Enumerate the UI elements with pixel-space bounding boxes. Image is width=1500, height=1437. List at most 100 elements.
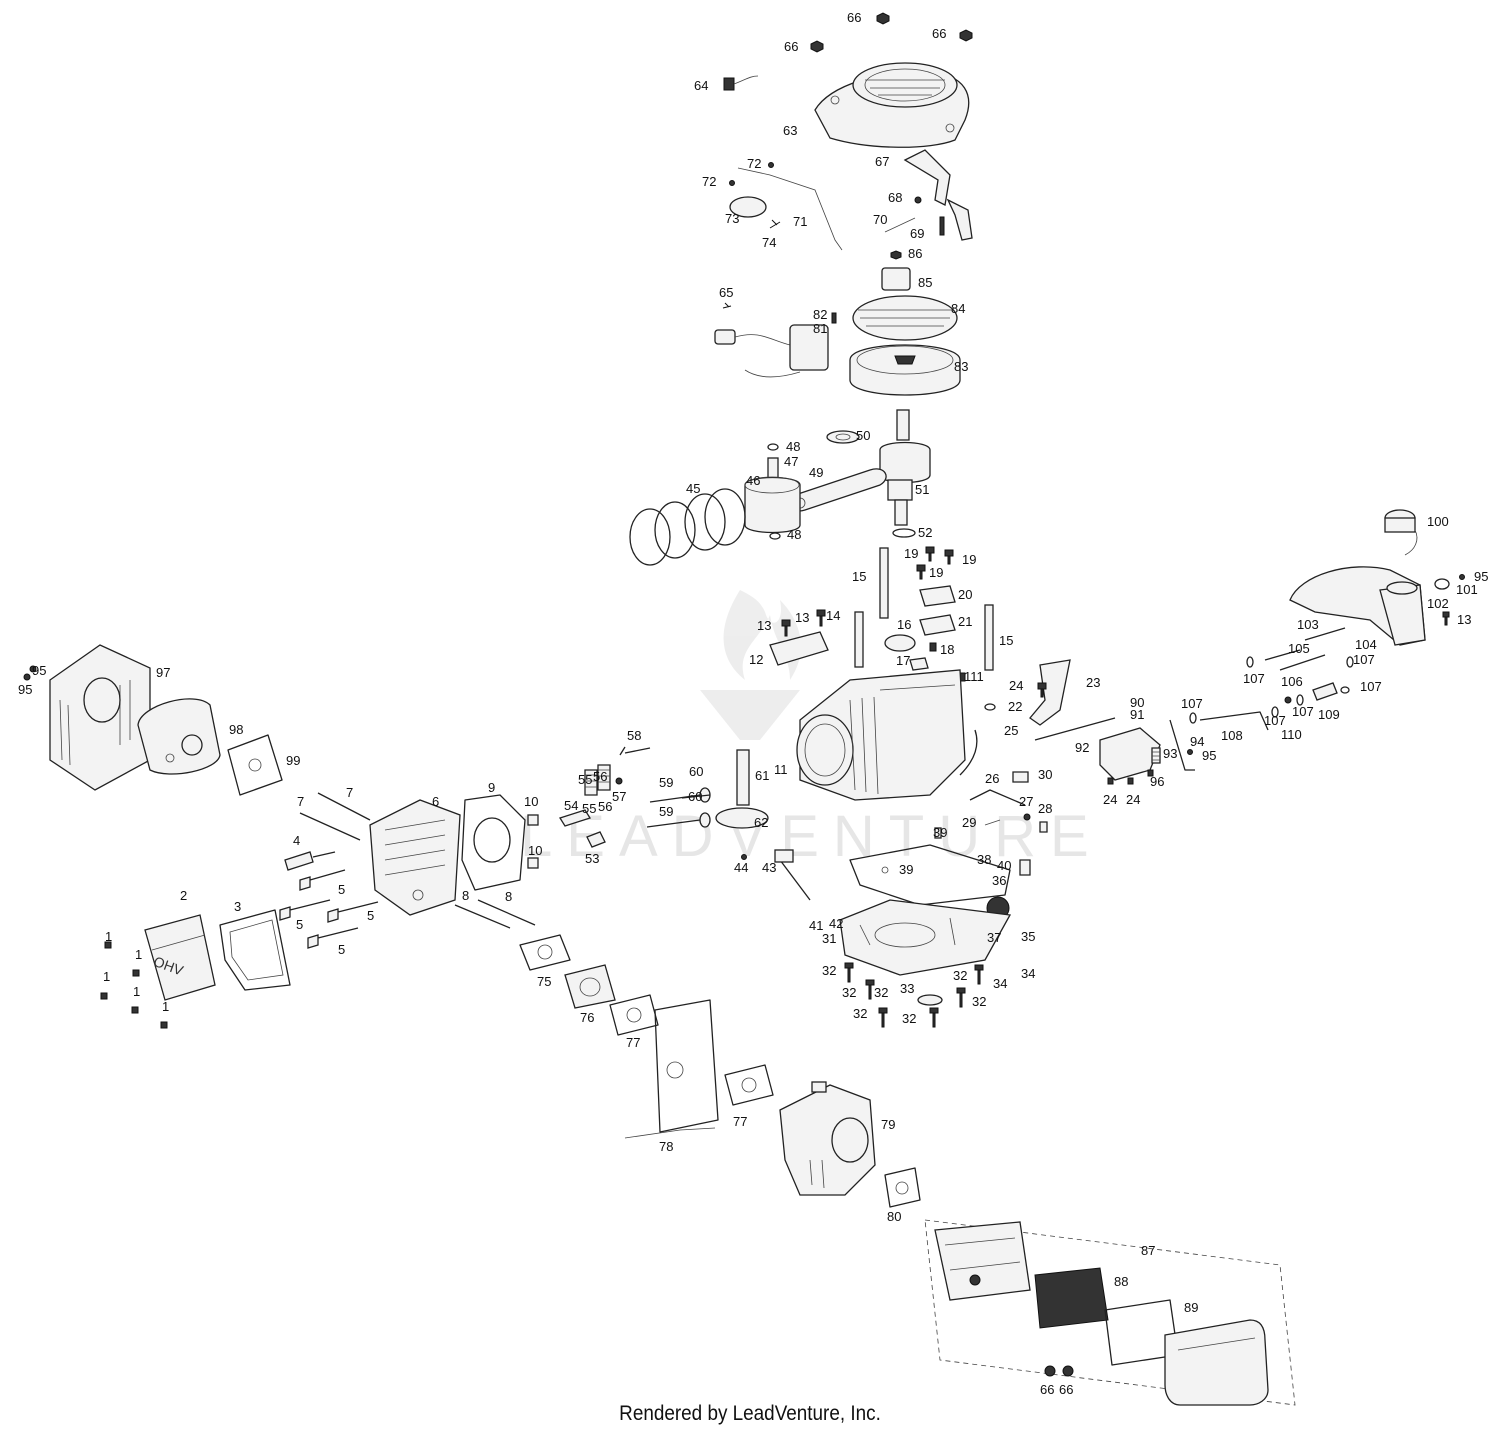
label-56: 56 bbox=[593, 769, 607, 784]
label-102: 102 bbox=[1427, 596, 1449, 611]
label-22: 22 bbox=[1008, 699, 1022, 714]
label-95: 95 bbox=[1474, 569, 1488, 584]
spring-93-bracket-94 bbox=[1107, 719, 1195, 785]
muffler-gasket-99 bbox=[227, 734, 283, 796]
label-24: 24 bbox=[1009, 678, 1023, 693]
washer-22-bolt-24 bbox=[984, 682, 1047, 711]
label-55: 55 bbox=[582, 801, 596, 816]
label-104: 104 bbox=[1355, 637, 1377, 652]
label-95: 95 bbox=[1202, 748, 1216, 763]
breather-tube-43-44 bbox=[741, 849, 811, 901]
label-13: 13 bbox=[795, 610, 809, 625]
label-1: 1 bbox=[133, 984, 140, 999]
cover-bolts-32 bbox=[844, 962, 984, 1028]
label-1: 1 bbox=[105, 929, 112, 944]
label-17: 17 bbox=[896, 653, 910, 668]
muffler-guard-97 bbox=[49, 644, 151, 791]
watermark-logo bbox=[700, 590, 801, 740]
label-5: 5 bbox=[338, 882, 345, 897]
fuel-tank-102 bbox=[1289, 566, 1426, 646]
label-49: 49 bbox=[809, 465, 823, 480]
label-34: 34 bbox=[1021, 966, 1035, 981]
nuts-66 bbox=[810, 12, 973, 53]
head-gasket-9 bbox=[461, 794, 526, 891]
screws-1 bbox=[100, 941, 168, 1029]
label-32: 32 bbox=[853, 1006, 867, 1021]
crankcase-cover-31 bbox=[839, 899, 1012, 976]
footer-credit: Rendered by LeadVenture, Inc. bbox=[619, 1402, 881, 1425]
label-75: 75 bbox=[537, 974, 551, 989]
label-11: 11 bbox=[774, 762, 788, 777]
label-33: 33 bbox=[900, 981, 914, 996]
label-35: 35 bbox=[1021, 929, 1035, 944]
crankcase-gasket-38 bbox=[849, 827, 1011, 906]
label-5: 5 bbox=[367, 908, 374, 923]
oil-seal-50 bbox=[826, 430, 860, 444]
label-95: 95 bbox=[32, 663, 46, 678]
tank-washer-101-screws bbox=[1434, 574, 1465, 626]
label-107: 107 bbox=[1353, 652, 1375, 667]
label-46: 46 bbox=[746, 473, 760, 488]
air-cover bbox=[1164, 1319, 1269, 1406]
label-29: 29 bbox=[962, 815, 976, 830]
label-58: 58 bbox=[627, 728, 641, 743]
label-91: 91 bbox=[1130, 707, 1144, 722]
label-41: 41 bbox=[809, 918, 823, 933]
seal-52 bbox=[892, 528, 916, 538]
label-25: 25 bbox=[1004, 723, 1018, 738]
label-69: 69 bbox=[910, 226, 924, 241]
label-32: 32 bbox=[842, 985, 856, 1000]
recoil-starter bbox=[814, 62, 970, 148]
valve-springs-55-56-57 bbox=[584, 764, 623, 796]
label-32: 32 bbox=[822, 963, 836, 978]
flywheel-assembly bbox=[831, 250, 961, 396]
fuel-hose-108 bbox=[1199, 711, 1269, 731]
label-64: 64 bbox=[694, 78, 708, 93]
label-80: 80 bbox=[887, 1209, 901, 1224]
label-86: 86 bbox=[908, 246, 922, 261]
label-90: 90 bbox=[1130, 695, 1144, 710]
intake-gasket-75 bbox=[519, 934, 571, 971]
label-32: 32 bbox=[874, 985, 888, 1000]
label-30: 30 bbox=[1038, 767, 1052, 782]
label-105: 105 bbox=[1288, 641, 1310, 656]
label-103: 103 bbox=[1297, 617, 1319, 632]
label-60: 60 bbox=[688, 789, 702, 804]
label-32: 32 bbox=[953, 968, 967, 983]
governor-linkage bbox=[729, 162, 945, 251]
spark-plug-4 bbox=[284, 851, 336, 871]
carburetor-79 bbox=[779, 1081, 876, 1196]
label-13: 13 bbox=[757, 618, 771, 633]
cylinder-head-6 bbox=[369, 799, 461, 916]
label-71: 71 bbox=[793, 214, 807, 229]
label-107: 107 bbox=[1360, 679, 1382, 694]
label-1: 1 bbox=[162, 999, 169, 1014]
piston-rings-45 bbox=[629, 488, 746, 566]
label-34: 34 bbox=[993, 976, 1007, 991]
breather-cover-12 bbox=[769, 631, 829, 666]
label-51: 51 bbox=[915, 482, 929, 497]
label-14: 14 bbox=[826, 608, 840, 623]
label-110: 110 bbox=[1281, 727, 1302, 742]
bolts-13-14-19 bbox=[781, 546, 954, 637]
shield-plate-78 bbox=[624, 999, 719, 1139]
piston-46 bbox=[744, 476, 801, 534]
nuts-66-bottom bbox=[1044, 1365, 1074, 1377]
label-62: 62 bbox=[754, 815, 768, 830]
label-66: 66 bbox=[1040, 1382, 1054, 1397]
muffler-98 bbox=[137, 698, 221, 775]
studs-15 bbox=[854, 547, 994, 671]
label-20: 20 bbox=[958, 587, 972, 602]
camshaft-61 bbox=[715, 749, 769, 829]
throttle-rod-90-91 bbox=[1034, 717, 1116, 741]
label-19: 19 bbox=[962, 552, 976, 567]
label-52: 52 bbox=[918, 525, 932, 540]
label-37: 37 bbox=[987, 930, 1001, 945]
watermark-text: LEADVENTURE bbox=[520, 804, 1103, 869]
label-106: 106 bbox=[1281, 674, 1303, 689]
label-8: 8 bbox=[505, 889, 512, 904]
label-6: 6 bbox=[432, 794, 439, 809]
label-10: 10 bbox=[524, 794, 538, 809]
label-10: 10 bbox=[528, 843, 542, 858]
label-68: 68 bbox=[888, 190, 902, 205]
